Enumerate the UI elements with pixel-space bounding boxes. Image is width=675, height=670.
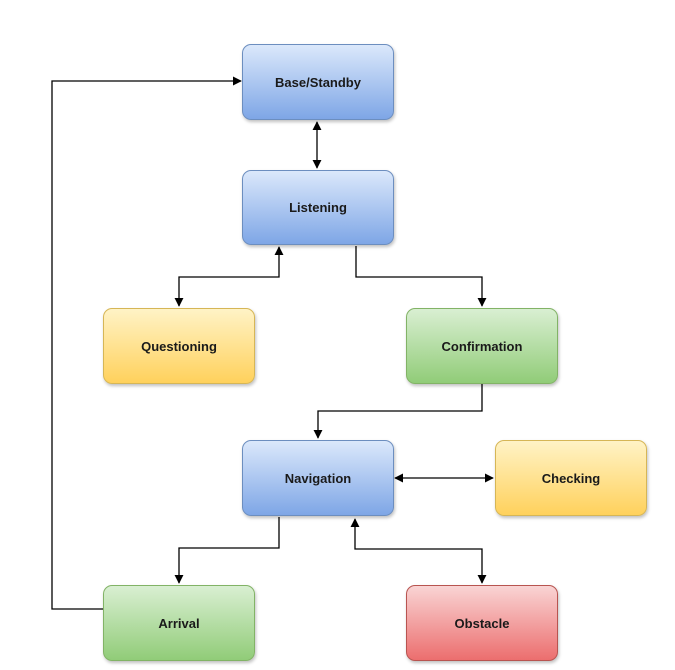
- edge-arrival-to-base-standby: [51, 76, 242, 610]
- node-label: Listening: [289, 200, 347, 215]
- node-navigation[interactable]: Navigation: [242, 440, 394, 516]
- node-label: Base/Standby: [275, 74, 361, 90]
- node-arrival[interactable]: Arrival: [103, 585, 255, 661]
- node-label: Obstacle: [454, 615, 510, 631]
- edge-listening-to-confirmation: [355, 246, 487, 307]
- node-confirmation[interactable]: Confirmation: [406, 308, 558, 384]
- node-questioning[interactable]: Questioning: [103, 308, 255, 384]
- node-obstacle[interactable]: Obstacle: [406, 585, 558, 661]
- node-listening[interactable]: Listening: [242, 170, 394, 245]
- edge-confirmation-to-navigation: [313, 384, 483, 439]
- node-label: Arrival: [158, 615, 200, 631]
- node-label: Checking: [541, 470, 601, 486]
- node-base-standby[interactable]: Base/Standby: [242, 44, 394, 120]
- node-label: Questioning: [141, 338, 217, 354]
- node-label: Confirmation: [441, 338, 523, 354]
- edge-navigation-obstacle: [350, 518, 487, 584]
- node-checking[interactable]: Checking: [495, 440, 647, 516]
- edge-navigation-to-arrival: [174, 517, 280, 584]
- node-label: Navigation: [284, 470, 352, 486]
- edge-listening-questioning: [174, 246, 284, 307]
